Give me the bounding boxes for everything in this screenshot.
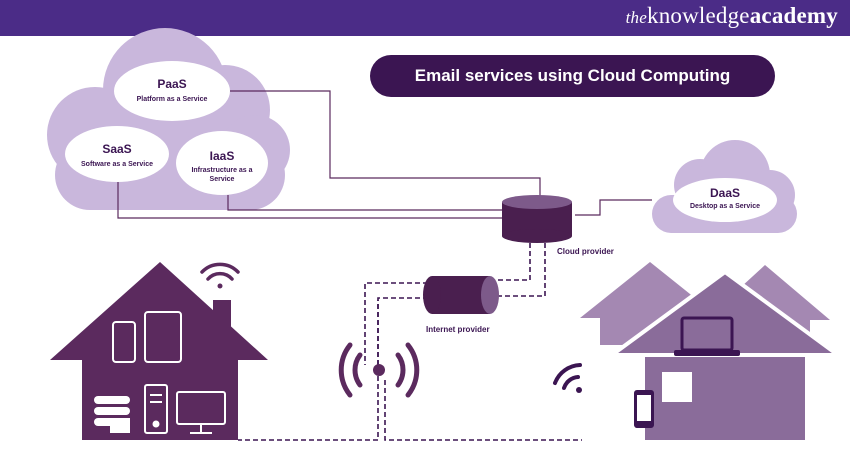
internet-provider-label: Internet provider bbox=[426, 325, 490, 334]
daas-desc: Desktop as a Service bbox=[690, 203, 760, 210]
brand-knowledge: knowledge bbox=[647, 3, 750, 28]
brand-the: the bbox=[625, 8, 647, 27]
server-tower-icon bbox=[144, 384, 168, 434]
iaas-desc-1: Infrastructure as a bbox=[191, 167, 252, 174]
saas-pill bbox=[65, 126, 169, 182]
laptop-icon bbox=[674, 316, 740, 356]
monitor-icon bbox=[176, 391, 226, 434]
paas-pill bbox=[114, 61, 230, 121]
internet-provider-icon bbox=[423, 276, 499, 314]
wireless-antenna-icon bbox=[338, 342, 420, 398]
cloud-provider-icon bbox=[502, 195, 572, 243]
saas-name: SaaS bbox=[102, 142, 131, 156]
paas-desc: Platform as a Service bbox=[137, 96, 208, 103]
brand-logo: theknowledgeacademy bbox=[626, 3, 838, 29]
phone-icon-right bbox=[634, 390, 654, 428]
home-left bbox=[50, 262, 268, 440]
wifi-icon bbox=[200, 262, 240, 289]
cloud-provider-label: Cloud provider bbox=[557, 247, 614, 256]
brand-academy: academy bbox=[749, 3, 838, 28]
network-lines bbox=[238, 243, 582, 441]
cloud-connectors bbox=[117, 90, 652, 219]
daas-name: DaaS bbox=[710, 186, 740, 200]
window bbox=[662, 372, 692, 402]
phone-icon bbox=[112, 321, 136, 363]
daas-pill bbox=[673, 178, 777, 222]
database-icon bbox=[94, 396, 130, 433]
wifi-icon-right bbox=[553, 363, 582, 393]
diagram-title: Email services using Cloud Computing bbox=[370, 55, 775, 97]
iaas-name: IaaS bbox=[210, 149, 235, 163]
tablet-icon bbox=[144, 311, 182, 363]
iaas-desc-2: Service bbox=[210, 176, 235, 183]
saas-desc: Software as a Service bbox=[81, 161, 153, 168]
iaas-pill bbox=[176, 131, 268, 195]
paas-name: PaaS bbox=[157, 77, 186, 91]
brand-bar: theknowledgeacademy bbox=[0, 0, 850, 36]
